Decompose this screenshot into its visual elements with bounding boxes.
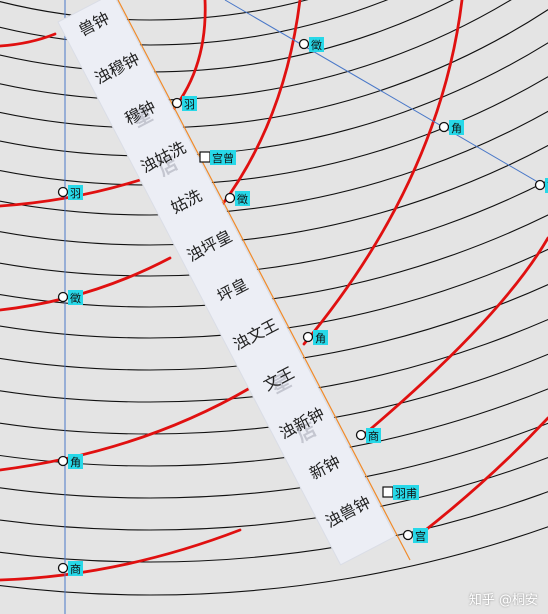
red-curve-3 bbox=[0, 256, 172, 312]
red-curve-8 bbox=[302, 0, 464, 346]
middle-point: 角 bbox=[302, 330, 328, 345]
left-point-tag: 羽 bbox=[70, 187, 81, 200]
arc-18 bbox=[0, 456, 548, 531]
left-point: 羽 bbox=[57, 185, 83, 200]
red-curve-5 bbox=[0, 528, 242, 582]
middle-point-marker bbox=[355, 429, 367, 441]
middle-point-marker bbox=[171, 97, 183, 109]
right-point-tag-bg bbox=[449, 120, 464, 135]
middle-point: 徵 bbox=[224, 191, 250, 206]
right-point-marker bbox=[534, 179, 546, 191]
middle-point-marker bbox=[402, 529, 414, 541]
left-point: 角 bbox=[57, 454, 83, 469]
middle-point-tag-bg bbox=[366, 428, 381, 443]
arc-9 bbox=[0, 144, 548, 246]
middle-point-marker bbox=[224, 192, 236, 204]
guide-lines bbox=[64, 0, 548, 614]
right-point-tag: 角 bbox=[451, 122, 462, 135]
left-point-tag-bg bbox=[68, 454, 83, 469]
arc-10 bbox=[0, 179, 548, 277]
arc-20 bbox=[0, 526, 548, 596]
middle-point-tag: 徵 bbox=[237, 192, 248, 206]
left-point-marker bbox=[57, 562, 69, 574]
arc-19 bbox=[0, 491, 548, 563]
arc-16 bbox=[0, 388, 548, 467]
right-point-tag-bg bbox=[545, 178, 548, 193]
arc-13 bbox=[0, 283, 548, 371]
middle-point-tag: 羽 bbox=[184, 98, 195, 111]
red-curve-1 bbox=[0, 32, 57, 48]
right-point-tag: 徵 bbox=[311, 38, 322, 52]
middle-point-tag-bg bbox=[182, 96, 197, 111]
red-curve-10 bbox=[416, 416, 548, 538]
middle-point-tag-bg bbox=[313, 330, 328, 345]
right-point: 角 bbox=[438, 120, 464, 135]
middle-point-tag-bg bbox=[413, 528, 428, 543]
arc-2 bbox=[0, 0, 389, 46]
middle-point-tag: 羽甫 bbox=[395, 487, 417, 500]
arc-8 bbox=[0, 110, 548, 216]
left-point: 徵 bbox=[57, 290, 83, 305]
right-point-marker bbox=[438, 121, 450, 133]
right-point-tag-bg bbox=[309, 37, 324, 52]
right-point: 徵 bbox=[298, 37, 324, 52]
middle-point-tag-bg bbox=[210, 150, 236, 165]
middle-point-marker bbox=[199, 151, 211, 163]
arc-17 bbox=[0, 422, 548, 499]
left-point-tag: 商 bbox=[70, 562, 81, 576]
right-point: 商 bbox=[534, 178, 548, 193]
middle-point: 商 bbox=[355, 428, 381, 443]
arc-11 bbox=[0, 214, 548, 308]
middle-point-tag: 宫曾 bbox=[212, 151, 234, 165]
middle-point-tag: 商 bbox=[368, 429, 379, 443]
red-curve-7 bbox=[220, 0, 302, 207]
note-points: 羽徵角商羽宫曾徵角商羽甫宫徵角商 bbox=[57, 37, 548, 576]
left-point-tag-bg bbox=[68, 290, 83, 305]
middle-point-marker bbox=[382, 486, 394, 498]
left-point-marker bbox=[57, 291, 69, 303]
orange-guide-line bbox=[117, 0, 411, 561]
red-curve-4 bbox=[0, 386, 252, 472]
left-point-marker bbox=[57, 186, 69, 198]
left-point-tag: 角 bbox=[70, 456, 81, 469]
middle-point-tag-bg bbox=[235, 191, 250, 206]
arc-12 bbox=[0, 248, 548, 339]
red-curve-9 bbox=[358, 236, 548, 440]
middle-point-tag: 角 bbox=[315, 332, 326, 345]
label-strip-background bbox=[57, 0, 397, 566]
arc-14 bbox=[0, 318, 548, 403]
middle-point-marker bbox=[302, 331, 314, 343]
middle-point-tag-bg bbox=[393, 485, 419, 500]
middle-point: 羽 bbox=[171, 96, 197, 111]
middle-point-tag: 宫 bbox=[415, 529, 426, 543]
left-point-tag-bg bbox=[68, 561, 83, 576]
middle-point: 宫曾 bbox=[199, 150, 236, 165]
arc-1 bbox=[0, 0, 309, 21]
left-point: 商 bbox=[57, 561, 83, 576]
credit-watermark: 知乎 @桐安 bbox=[468, 593, 538, 608]
left-point-marker bbox=[57, 455, 69, 467]
left-point-tag-bg bbox=[68, 185, 83, 200]
left-point-tag: 徵 bbox=[70, 291, 81, 305]
diagonal-blue-line bbox=[224, 0, 548, 189]
right-point-marker bbox=[298, 38, 310, 50]
middle-point: 羽甫 bbox=[382, 485, 419, 500]
middle-point: 宫 bbox=[402, 528, 428, 543]
